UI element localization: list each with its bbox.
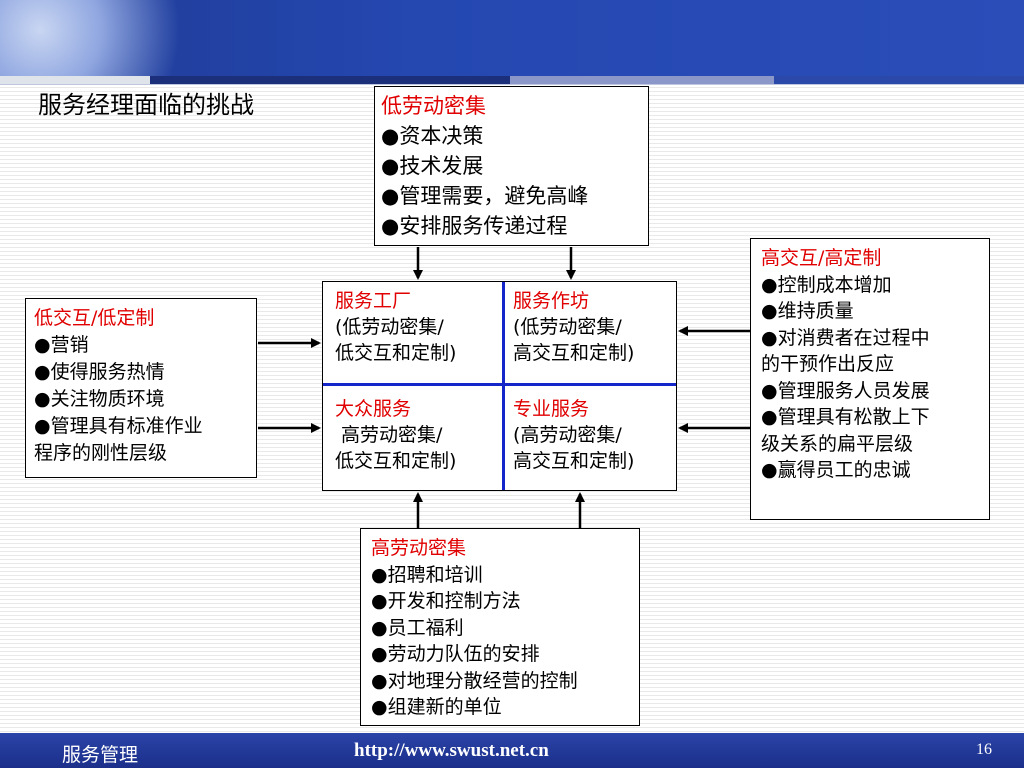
quadrant-title: 专业服务 (513, 398, 590, 420)
list-item: ●管理需要，避免高峰 (381, 184, 589, 208)
header-decoration (0, 0, 200, 76)
quadrant-title: 服务作坊 (513, 290, 590, 312)
footer-url[interactable]: http://www.swust.net.cn (354, 740, 549, 761)
top-box-low-labor: 低劳动密集 ●资本决策 ●技术发展 ●管理需要，避免高峰 ●安排服务传递过程 (374, 86, 649, 246)
list-item: ●控制成本增加 (761, 273, 892, 296)
box-title: 高交互/高定制 (761, 247, 882, 269)
matrix-divider-horizontal (323, 383, 676, 386)
quadrant-professional-service: 专业服务 (高劳动密集/ 高交互和定制) (513, 396, 634, 474)
quadrant-line: 低交互和定制) (335, 342, 457, 364)
quadrant-mass-service: 大众服务 高劳动密集/ 低交互和定制) (335, 396, 456, 474)
quadrant-line: (低劳动密集/ (513, 316, 622, 338)
list-item: ●开发和控制方法 (371, 590, 521, 612)
slide-number: 16 (976, 741, 992, 758)
header-strip (510, 76, 774, 84)
list-item: 的干预作出反应 (761, 353, 895, 375)
quadrant-service-factory: 服务工厂 (低劳动密集/ 低交互和定制) (335, 288, 456, 366)
list-item: ●使得服务热情 (34, 361, 165, 383)
divider (0, 84, 1024, 85)
list-item: ●对地理分散经营的控制 (371, 669, 578, 692)
page-title: 服务经理面临的挑战 (38, 91, 254, 119)
list-item: ●管理服务人员发展 (761, 379, 930, 402)
list-item: ●营销 (34, 334, 89, 356)
quadrant-line: 低交互和定制) (335, 450, 457, 472)
matrix-divider-vertical (502, 282, 505, 490)
footer-course-name: 服务管理 (62, 744, 139, 766)
box-title: 低劳动密集 (381, 94, 486, 118)
quadrant-line: (高劳动密集/ (513, 424, 622, 446)
quadrant-line: 高劳动密集/ (335, 424, 443, 446)
quadrant-line: (低劳动密集/ (335, 316, 444, 338)
list-item: 级关系的扁平层级 (761, 432, 914, 455)
list-item: ●赢得员工的忠诚 (761, 459, 911, 481)
list-item: ●员工福利 (371, 616, 464, 639)
list-item: ●组建新的单位 (371, 696, 502, 718)
header-strip (0, 76, 150, 84)
box-title: 低交互/低定制 (34, 307, 155, 329)
quadrant-service-shop: 服务作坊 (低劳动密集/ 高交互和定制) (513, 288, 634, 366)
footer-bar: 服务管理 http://www.swust.net.cn 16 (0, 733, 1024, 768)
list-item: ●管理具有标准作业 (34, 415, 203, 437)
header-strip (150, 76, 510, 84)
header-strip (774, 76, 1024, 84)
list-item: ●对消费者在过程中 (761, 326, 930, 349)
list-item: ●招聘和培训 (371, 563, 483, 586)
list-item: ●管理具有松散上下 (761, 406, 930, 428)
header-banner (0, 0, 1024, 76)
list-item: ●技术发展 (381, 154, 484, 178)
list-item: ●安排服务传递过程 (381, 214, 568, 238)
list-item: ●关注物质环境 (34, 388, 165, 410)
list-item: 程序的刚性层级 (34, 442, 168, 464)
quadrant-title: 服务工厂 (335, 290, 412, 312)
box-title: 高劳动密集 (371, 537, 467, 559)
list-item: ●维持质量 (761, 300, 854, 322)
list-item: ●劳动力队伍的安排 (371, 643, 540, 665)
quadrant-title: 大众服务 (335, 398, 412, 420)
quadrant-line: 高交互和定制) (513, 450, 635, 472)
service-process-matrix: 服务工厂 (低劳动密集/ 低交互和定制) 服务作坊 (低劳动密集/ 高交互和定制… (322, 281, 677, 491)
right-box-high-interaction: 高交互/高定制 ●控制成本增加 ●维持质量 ●对消费者在过程中 的干预作出反应 … (750, 238, 990, 520)
quadrant-line: 高交互和定制) (513, 342, 635, 364)
bottom-box-high-labor: 高劳动密集 ●招聘和培训 ●开发和控制方法 ●员工福利 ●劳动力队伍的安排 ●对… (360, 528, 640, 726)
left-box-low-interaction: 低交互/低定制 ●营销 ●使得服务热情 ●关注物质环境 ●管理具有标准作业 程序… (25, 298, 257, 478)
list-item: ●资本决策 (381, 124, 484, 148)
